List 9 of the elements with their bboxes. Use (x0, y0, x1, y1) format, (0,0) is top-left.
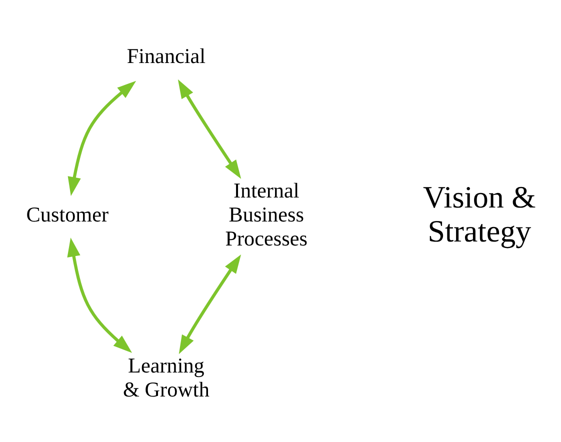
arrow (178, 254, 242, 354)
node-text: Financial (126, 44, 206, 68)
arrow (68, 80, 136, 196)
node-text: Internal Business Processes (225, 178, 308, 251)
arrow (67, 238, 132, 353)
arrow (178, 79, 242, 179)
node-text: Customer (26, 202, 109, 227)
node-text: Learning & Growth (123, 354, 210, 402)
node-text: Vision & Strategy (423, 180, 536, 249)
